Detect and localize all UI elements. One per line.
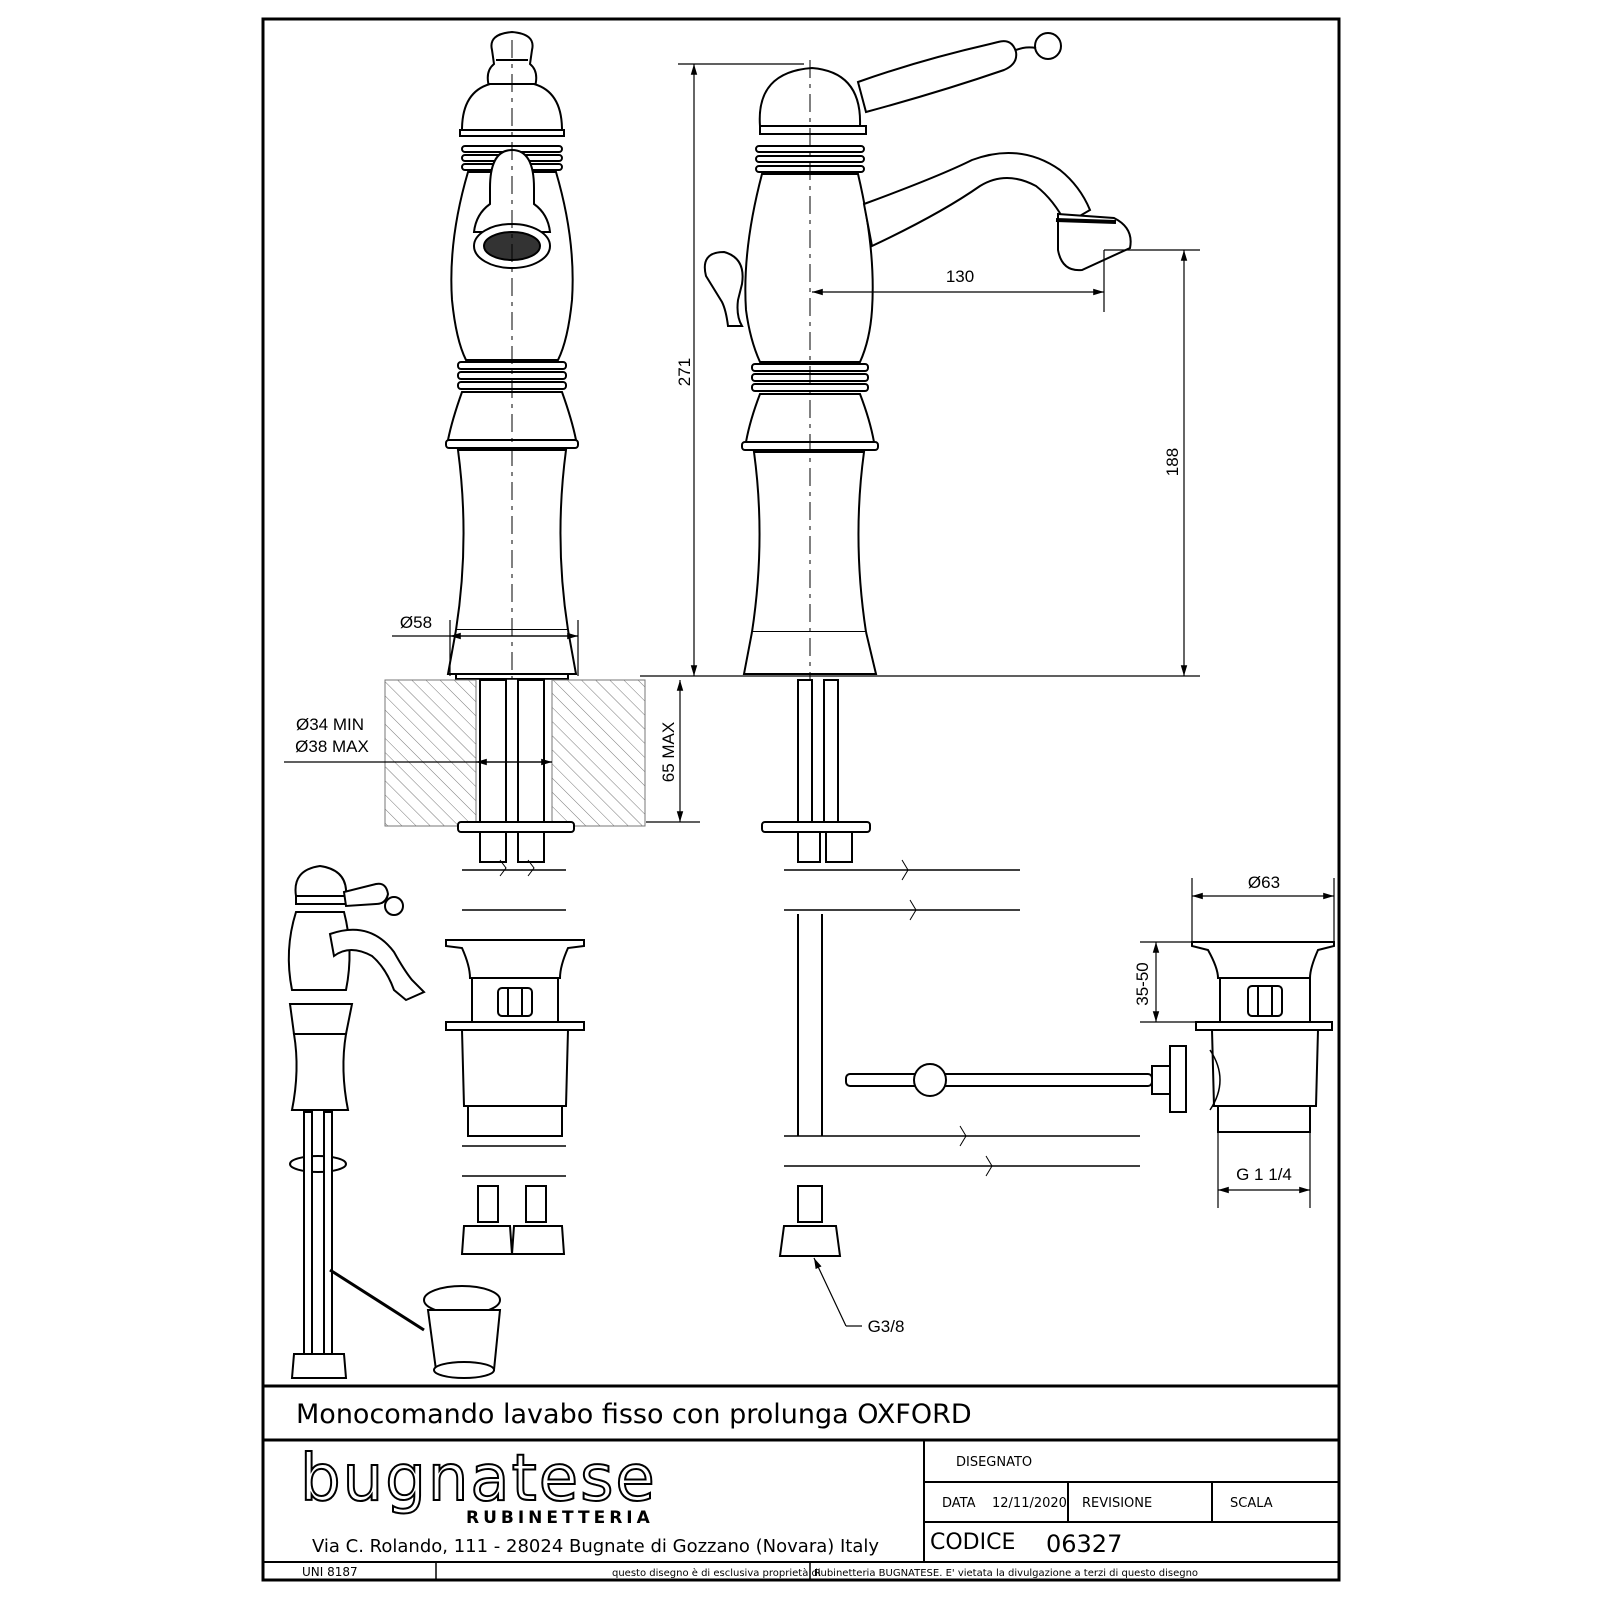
ownership-notice-1: questo disegno è di esclusiva proprietà … (612, 1567, 821, 1579)
dim-base-diameter: Ø58 (400, 613, 432, 632)
title-block (263, 1384, 1339, 1580)
dim-hose-thread: G3/8 (868, 1317, 905, 1336)
disegnato-label: DISEGNATO (956, 1455, 1032, 1470)
dim-deck-max: 65 MAX (659, 722, 678, 782)
dim-hole-max: Ø38 MAX (295, 737, 369, 756)
brand-name: bugnatese (300, 1442, 657, 1516)
data-value: 12/11/2020 (992, 1496, 1067, 1511)
dim-waste-diameter: Ø63 (1248, 873, 1280, 892)
scala-label: SCALA (1230, 1496, 1273, 1511)
dimension-labels: 271 130 188 Ø58 Ø34 MIN Ø38 MAX 65 MAX Ø… (295, 267, 1292, 1336)
dim-hole-min: Ø34 MIN (296, 715, 364, 734)
ownership-notice-2: Rubinetteria BUGNATESE. E' vietata la di… (814, 1568, 1198, 1579)
dim-130: 130 (946, 267, 974, 286)
codice-value: 06327 (1046, 1530, 1122, 1558)
dim-waste-thread: G 1 1/4 (1236, 1165, 1292, 1184)
dim-waste-height: 35-50 (1133, 962, 1152, 1005)
brand-subtitle: RUBINETTERIA (466, 1508, 654, 1528)
side-view (703, 32, 1187, 1257)
revisione-label: REVISIONE (1082, 1496, 1152, 1511)
dim-188: 188 (1163, 448, 1182, 476)
perspective-view (287, 864, 502, 1379)
drawing-title: Monocomando lavabo fisso con prolunga OX… (296, 1399, 972, 1430)
drawing-frame (261, 17, 1341, 1582)
front-shanks (445, 679, 585, 1255)
brand-logo: bugnatese RUBINETTERIA (299, 1441, 657, 1528)
dim-271: 271 (675, 358, 694, 386)
codice-label: CODICE (930, 1530, 1015, 1555)
waste-side-view (1191, 941, 1335, 1133)
deck-section (384, 679, 646, 827)
front-view (445, 30, 579, 680)
data-label: DATA (942, 1496, 976, 1511)
dimension-lines (284, 63, 1335, 1327)
company-address: Via C. Rolando, 111 - 28024 Bugnate di G… (312, 1536, 879, 1557)
uni-standard: UNI 8187 (302, 1565, 358, 1579)
